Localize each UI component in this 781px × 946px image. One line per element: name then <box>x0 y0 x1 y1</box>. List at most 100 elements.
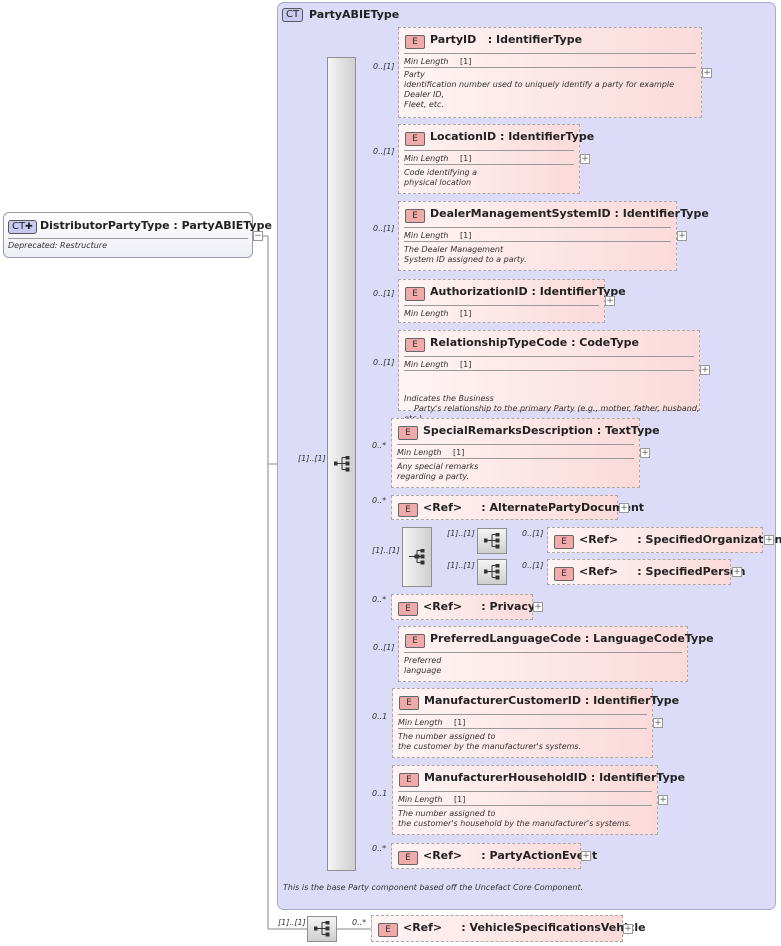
sequence-cardinality: [1]..[1] <box>298 454 326 463</box>
branch-sequence-cardinality: [1]..[1] <box>447 529 475 538</box>
element-label: SpecialRemarksDescription : TextType <box>423 424 660 437</box>
plus-icon: ✚ <box>25 222 33 232</box>
cardinality-label: 0..* <box>372 441 387 450</box>
facet-value: [1] <box>454 795 466 804</box>
element-badge: E <box>399 696 419 710</box>
root-type-box[interactable]: CT✚ DistributorPartyType : PartyABIEType… <box>3 212 272 258</box>
facet-value: [1] <box>460 309 472 318</box>
element-label: PreferredLanguageCode : LanguageCodeType <box>430 632 714 645</box>
element-label: ManufacturerHouseholdID : IdentifierType <box>424 771 686 784</box>
ct-badge: CT <box>282 8 304 22</box>
expand-icon[interactable]: + <box>700 365 710 375</box>
facet-name: Min Length <box>404 231 449 240</box>
expand-icon[interactable]: + <box>581 851 591 861</box>
element-special-remarks-description[interactable]: E SpecialRemarksDescription : TextType M… <box>391 418 660 488</box>
facet-value: [1] <box>454 718 466 727</box>
element-label: ManufacturerCustomerID : IdentifierType <box>424 694 680 707</box>
cardinality-label: 0..* <box>372 496 387 505</box>
expand-icon[interactable]: + <box>623 924 633 934</box>
expand-icon[interactable]: + <box>533 602 543 612</box>
branch-sequence-compositor[interactable] <box>477 528 507 554</box>
element-label: RelationshipTypeCode : CodeType <box>430 336 639 349</box>
cardinality-label: 0..[1] <box>522 529 544 538</box>
element-ref-privacy[interactable]: E <Ref> : Privacy <box>391 594 536 620</box>
element-badge: E <box>405 209 425 223</box>
element-authorization-id[interactable]: E AuthorizationID : IdentifierType Min L… <box>398 279 626 323</box>
element-label: <Ref> : SpecifiedPerson <box>579 565 746 578</box>
sequence-icon <box>334 456 350 472</box>
element-badge: E <box>398 503 418 517</box>
element-relationship-type-code[interactable]: E RelationshipTypeCode : CodeType Min Le… <box>398 330 700 423</box>
bottom-sequence-cardinality: [1]..[1] <box>278 918 306 927</box>
cardinality-label: 0..[1] <box>373 289 395 298</box>
element-badge: E <box>554 535 574 549</box>
element-preferred-language-code[interactable]: E PreferredLanguageCode : LanguageCodeTy… <box>398 626 714 682</box>
facet-value: [1] <box>453 448 465 457</box>
expand-icon[interactable]: + <box>658 795 668 805</box>
sequence-icon <box>484 533 500 549</box>
element-badge: E <box>398 602 418 616</box>
element-badge: E <box>398 426 418 440</box>
expand-icon[interactable]: + <box>702 68 712 78</box>
facet-value: [1] <box>460 57 472 66</box>
element-badge: E <box>399 773 419 787</box>
root-documentation: Deprecated: Restructure <box>8 241 108 250</box>
cardinality-label: 0..[1] <box>373 224 395 233</box>
choice-cardinality: [1]..[1] <box>372 546 400 555</box>
element-party-id[interactable]: E PartyID : IdentifierType Min Length [1… <box>398 27 702 118</box>
element-label: <Ref> : VehicleSpecificationsVehicle <box>403 921 646 934</box>
element-manufacturer-customer-id[interactable]: E ManufacturerCustomerID : IdentifierTyp… <box>392 688 679 758</box>
facet-name: Min Length <box>404 360 449 369</box>
element-ref-party-action-event[interactable]: E <Ref> : PartyActionEvent <box>391 843 597 869</box>
facet-name: Min Length <box>404 57 449 66</box>
facet-name: Min Length <box>398 795 443 804</box>
element-badge: E <box>398 851 418 865</box>
element-badge: E <box>554 567 574 581</box>
collapse-icon[interactable]: − <box>253 231 263 241</box>
element-location-id[interactable]: E LocationID : IdentifierType Min Length… <box>398 124 594 194</box>
element-ref-specified-organization[interactable]: E <Ref> : SpecifiedOrganization <box>547 527 781 553</box>
sequence-icon <box>484 564 500 580</box>
cardinality-label: 0..[1] <box>522 561 544 570</box>
element-badge: E <box>378 923 398 937</box>
complex-type-documentation: This is the base Party component based o… <box>283 883 584 892</box>
facet-name: Min Length <box>398 718 443 727</box>
element-badge: E <box>405 338 425 352</box>
expand-icon[interactable]: + <box>764 535 774 545</box>
facet-value: [1] <box>460 231 472 240</box>
element-ref-vehicle-specifications-vehicle[interactable]: E <Ref> : VehicleSpecificationsVehicle <box>371 915 646 942</box>
element-label: LocationID : IdentifierType <box>430 130 595 143</box>
element-label: AuthorizationID : IdentifierType <box>430 285 626 298</box>
expand-icon[interactable]: + <box>677 231 687 241</box>
facet-name: Min Length <box>404 309 449 318</box>
element-dealer-management-system-id[interactable]: E DealerManagementSystemID : IdentifierT… <box>398 201 709 271</box>
element-badge: E <box>405 35 425 49</box>
expand-icon[interactable]: + <box>640 448 650 458</box>
element-label: <Ref> : Privacy <box>423 600 536 613</box>
expand-icon[interactable]: + <box>653 718 663 728</box>
expand-icon[interactable]: + <box>619 503 629 513</box>
expand-icon[interactable]: + <box>732 567 742 577</box>
cardinality-label: 0..[1] <box>373 643 395 652</box>
element-label: <Ref> : SpecifiedOrganization <box>579 533 781 546</box>
cardinality-label: 0..[1] <box>373 62 395 71</box>
element-documentation: Indicates the Business Party's relations… <box>404 394 700 423</box>
element-ref-specified-person[interactable]: E <Ref> : SpecifiedPerson <box>547 559 745 585</box>
branch-sequence-cardinality: [1]..[1] <box>447 561 475 570</box>
cardinality-label: 0..* <box>352 918 367 927</box>
root-type-label: DistributorPartyType : PartyABIEType <box>40 219 272 232</box>
facet-value: [1] <box>460 360 472 369</box>
element-ref-alternate-party-document[interactable]: E <Ref> : AlternatePartyDocument <box>391 495 644 520</box>
facet-value: [1] <box>460 154 472 163</box>
expand-icon[interactable]: + <box>580 154 590 164</box>
complex-type-title: PartyABIEType <box>309 8 400 21</box>
element-badge: E <box>405 634 425 648</box>
element-manufacturer-household-id[interactable]: E ManufacturerHouseholdID : IdentifierTy… <box>392 765 685 835</box>
expand-icon[interactable]: + <box>605 296 615 306</box>
